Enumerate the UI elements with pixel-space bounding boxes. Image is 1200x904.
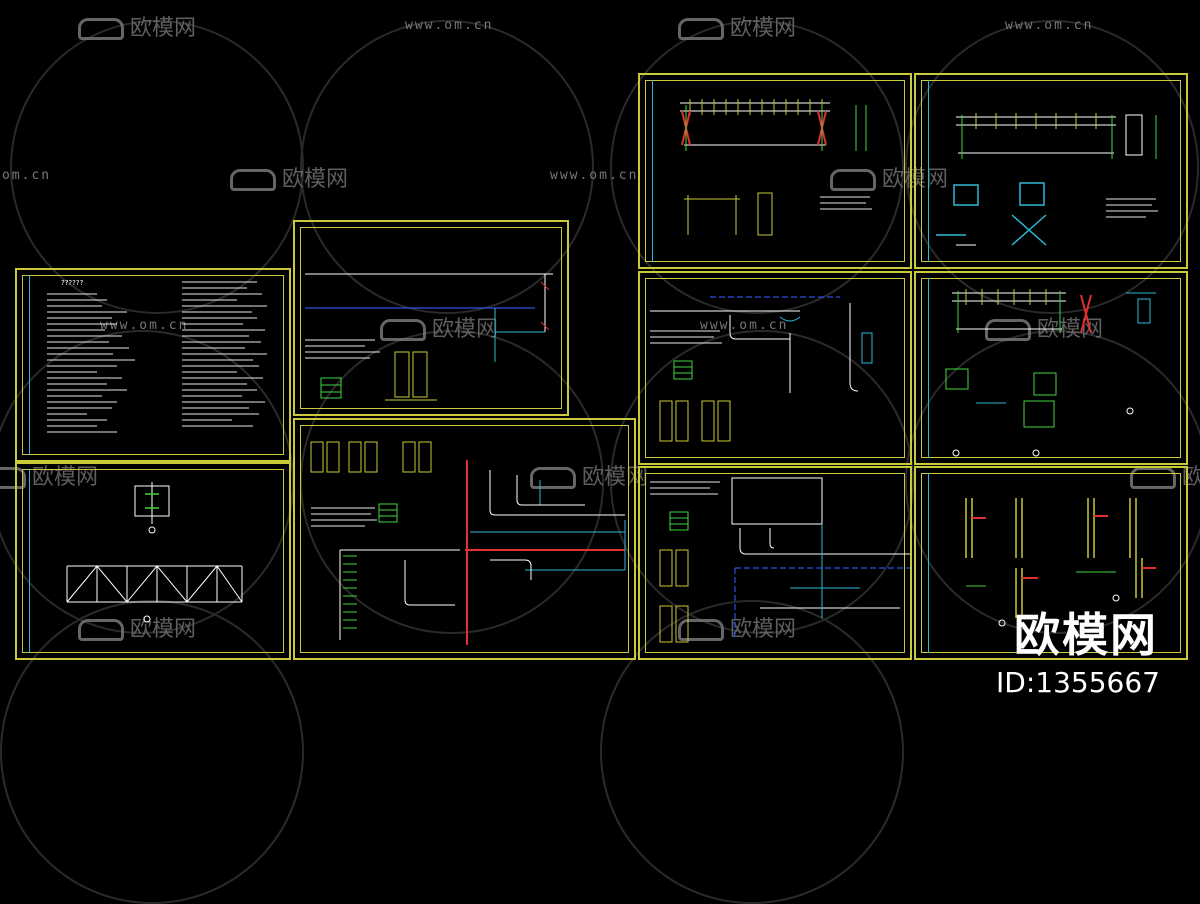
truss-sheet: [15, 462, 291, 660]
detail-sheet-1: [638, 466, 912, 660]
sheet-border: [921, 278, 1181, 458]
sofa-icon: [0, 467, 26, 489]
title-block: [22, 469, 30, 653]
watermark-arc: [300, 330, 604, 634]
elevation-drawing: [680, 99, 872, 236]
watermark-url: www.om.cn: [1005, 18, 1094, 33]
sheet-border: [22, 469, 284, 653]
detail-drawing-3: [945, 289, 1156, 457]
watermark-arc: [300, 20, 594, 314]
title-block: [645, 80, 653, 262]
sheet-border: [921, 80, 1181, 262]
notes-sheet: ??????: [15, 268, 291, 462]
elevation-sheet: [638, 73, 912, 269]
notes-heading: ??????: [61, 279, 84, 287]
section-b-drawing: [650, 296, 873, 442]
title-block: [921, 473, 929, 653]
detail-sheet-4: [914, 466, 1188, 660]
section-a-drawing: [305, 273, 553, 401]
watermark-url: www.om.cn: [100, 318, 189, 333]
section-a-sheet: [293, 220, 569, 416]
watermark-logo: 欧模网: [380, 311, 498, 343]
sofa-icon: [830, 169, 876, 191]
sheet-border: [645, 278, 905, 458]
detail-drawing-2: [936, 113, 1158, 246]
plan-sheet: [293, 418, 636, 660]
detail-drawing-1: [650, 477, 910, 643]
detail-drawing-4: [965, 498, 1156, 627]
sofa-icon: [678, 18, 724, 40]
sofa-icon: [230, 169, 276, 191]
title-block: [22, 275, 30, 455]
sheet-border: [645, 473, 905, 653]
sofa-icon: [530, 467, 576, 489]
watermark-url: www.om.cn: [550, 168, 639, 183]
watermark-logo: 欧模网: [530, 459, 648, 491]
model-id-text: ID:1355667: [996, 666, 1160, 699]
watermark-url: www.om.cn: [405, 18, 494, 33]
truss-drawing: [66, 482, 243, 623]
sheet-border: [300, 425, 629, 653]
watermark-arc: [905, 20, 1199, 314]
section-b-sheet: [638, 271, 912, 465]
plan-drawing: [310, 441, 626, 645]
watermark-arc: [905, 330, 1200, 634]
watermark-logo: 欧模网: [678, 611, 796, 643]
brand-logo-text: 欧模网: [1014, 608, 1158, 662]
watermark-logo: 欧模网: [78, 611, 196, 643]
watermark-logo: 欧模网: [78, 10, 196, 42]
watermark-logo: 欧模网: [678, 10, 796, 42]
title-block: [921, 80, 929, 262]
sofa-icon: [380, 319, 426, 341]
sheet-border: [22, 275, 284, 455]
sheet-border: [921, 473, 1181, 653]
sofa-icon: [78, 18, 124, 40]
detail-sheet-3: [914, 271, 1188, 465]
sofa-icon: [1130, 467, 1176, 489]
notes-text-lines: [47, 281, 267, 433]
sheet-border: [645, 80, 905, 262]
sheet-border: [300, 227, 562, 409]
title-block: [921, 278, 929, 458]
sofa-icon: [985, 319, 1031, 341]
sofa-icon: [678, 619, 724, 641]
detail-sheet-2: [914, 73, 1188, 269]
sofa-icon: [78, 619, 124, 641]
watermark-logo: 欧模网: [230, 161, 348, 193]
watermark-url: www.om.cn: [700, 318, 789, 333]
watermark-arc: [610, 20, 904, 314]
watermark-url: om.cn: [2, 168, 52, 183]
